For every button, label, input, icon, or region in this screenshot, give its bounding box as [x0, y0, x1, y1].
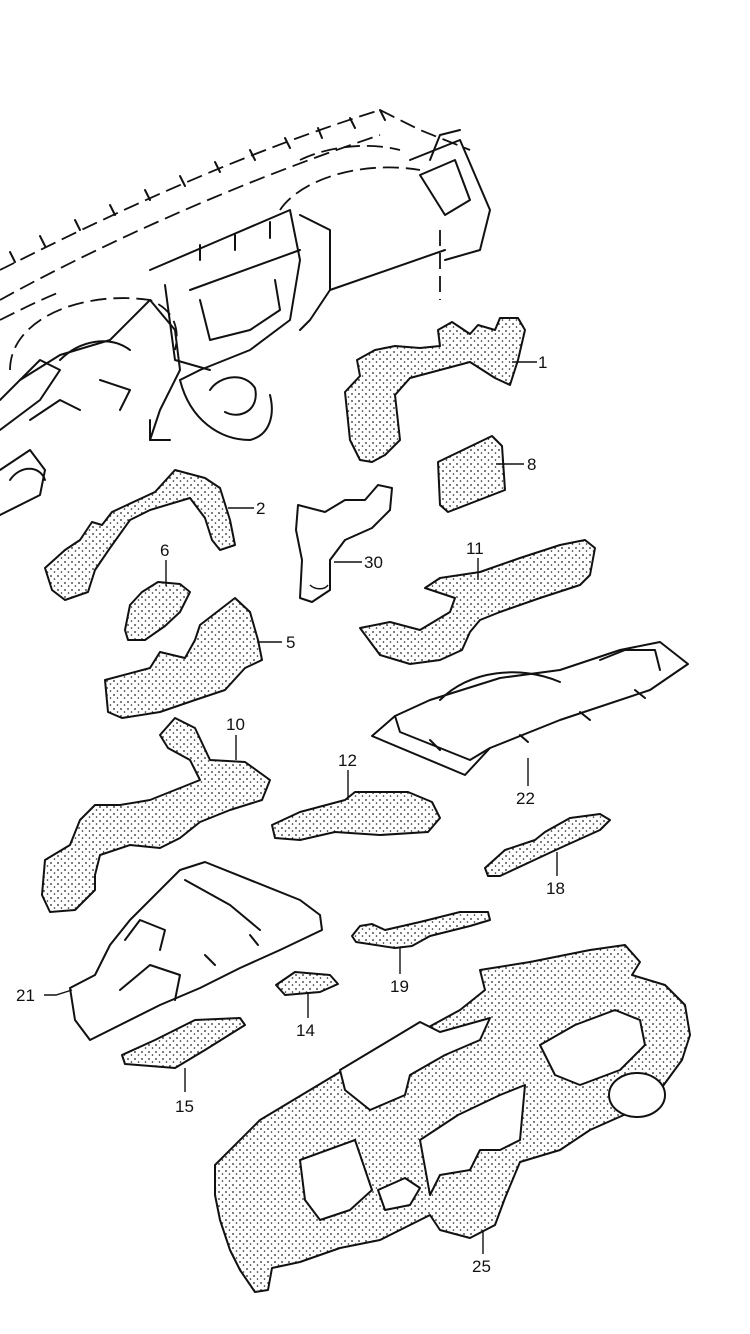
part-25-vent-hole — [608, 1072, 666, 1118]
part-6-pad — [124, 581, 191, 641]
label-11: 11 — [466, 539, 484, 558]
leader-lines — [44, 361, 558, 1254]
part-25-opening-left — [339, 1017, 491, 1111]
label-14: 14 — [296, 1021, 315, 1040]
label-1: 1 — [538, 353, 547, 372]
part-19-strip — [351, 911, 491, 949]
part-21-console-frame — [69, 861, 323, 1041]
part-10-insulation — [41, 717, 271, 913]
part-8-pad — [437, 435, 506, 513]
label-12: 12 — [338, 751, 357, 770]
label-30: 30 — [364, 553, 383, 572]
part-15-pad — [121, 1017, 246, 1069]
part-labels: 1 2 5 6 8 10 11 12 14 15 18 19 21 22 25 … — [16, 353, 565, 1276]
part-14-pad — [275, 971, 339, 996]
label-18: 18 — [546, 879, 565, 898]
part-30-gear-boot — [295, 484, 393, 603]
label-10: 10 — [226, 715, 245, 734]
label-8: 8 — [527, 455, 536, 474]
label-21: 21 — [16, 986, 35, 1005]
part-5-insulation — [104, 597, 263, 719]
label-22: 22 — [516, 789, 535, 808]
part-18-strip — [484, 813, 611, 877]
label-15: 15 — [175, 1097, 194, 1116]
part-12-pad — [271, 791, 441, 841]
part-11-insulation — [359, 539, 596, 665]
part-25-opening-lower — [299, 1139, 373, 1221]
part-25-slot — [377, 1177, 421, 1211]
part-25-opening-right — [539, 1009, 646, 1086]
label-5: 5 — [286, 633, 295, 652]
label-25: 25 — [472, 1257, 491, 1276]
part-2-insulation — [44, 469, 236, 601]
label-6: 6 — [160, 541, 169, 560]
part-1-insulation — [344, 317, 526, 463]
part-25-opening-center — [419, 1084, 526, 1196]
label-2: 2 — [256, 499, 265, 518]
label-19: 19 — [390, 977, 409, 996]
dashboard-frame — [0, 109, 491, 516]
